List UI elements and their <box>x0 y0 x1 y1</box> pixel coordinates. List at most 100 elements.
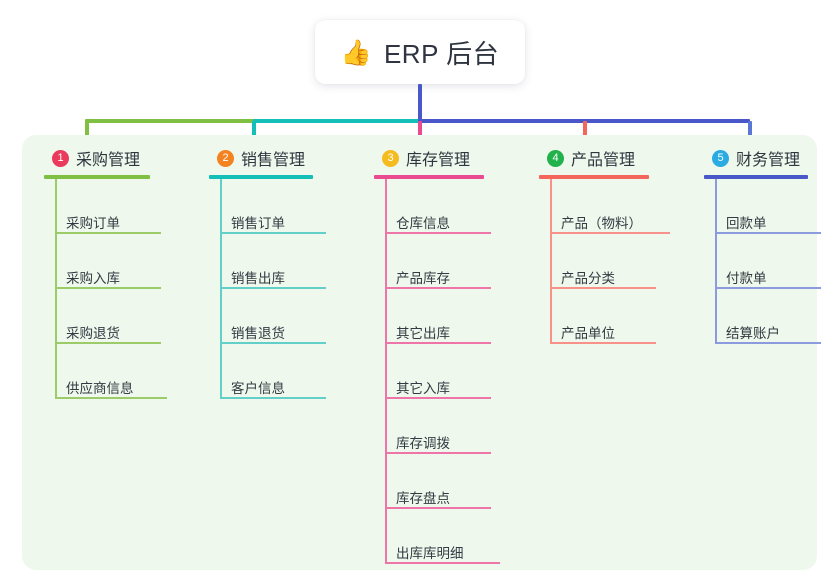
connector-bar-middle <box>253 119 420 123</box>
leaf-rule <box>387 397 491 399</box>
branch-column-2: 2 销售管理 销售订单 销售出库 销售退货 客户信息 <box>203 145 368 399</box>
leaf-label: 销售退货 <box>231 325 285 341</box>
list-item[interactable]: 销售退货 <box>222 289 368 344</box>
branch-spine-2 <box>220 179 222 399</box>
list-item[interactable]: 采购退货 <box>57 289 203 344</box>
list-item[interactable]: 结算账户 <box>717 289 839 344</box>
list-item[interactable]: 产品库存 <box>387 234 533 289</box>
branch-items-4: 产品（物料） 产品分类 产品单位 <box>533 179 698 344</box>
branch-number-badge-3: 3 <box>382 149 399 167</box>
leaf-label: 出库库明细 <box>396 545 464 561</box>
list-item[interactable]: 回款单 <box>717 179 839 234</box>
leaf-rule <box>387 452 491 454</box>
branches-panel <box>22 135 817 570</box>
connector-bar-left <box>85 119 255 123</box>
branch-number-badge-4: 4 <box>547 149 564 167</box>
root-node-content: 👍 ERP 后台 <box>341 34 499 71</box>
leaf-label: 其它出库 <box>396 325 450 341</box>
branch-header-3[interactable]: 3 库存管理 <box>368 145 533 171</box>
leaf-rule <box>387 507 491 509</box>
list-item[interactable]: 其它出库 <box>387 289 533 344</box>
branch-title-rule-1 <box>44 175 150 179</box>
leaf-rule <box>387 287 491 289</box>
branch-column-3: 3 库存管理 仓库信息 产品库存 其它出库 其它入库 库存调拨 <box>368 145 533 564</box>
leaf-rule <box>552 342 656 344</box>
branch-items-3: 仓库信息 产品库存 其它出库 其它入库 库存调拨 库存盘点 <box>368 179 533 564</box>
leaf-label: 库存盘点 <box>396 490 450 506</box>
branch-column-1: 1 采购管理 采购订单 采购入库 采购退货 供应商信息 <box>38 145 203 399</box>
leaf-label: 客户信息 <box>231 380 285 396</box>
branch-spine-1 <box>55 179 57 399</box>
list-item[interactable]: 供应商信息 <box>57 344 203 399</box>
branch-title-2: 销售管理 <box>241 152 306 169</box>
branch-header-1[interactable]: 1 采购管理 <box>38 145 203 171</box>
leaf-rule <box>57 397 167 399</box>
list-item[interactable]: 销售订单 <box>222 179 368 234</box>
list-item[interactable]: 库存盘点 <box>387 454 533 509</box>
list-item[interactable]: 出库库明细 <box>387 509 533 564</box>
leaf-label: 采购退货 <box>66 325 120 341</box>
list-item[interactable]: 销售出库 <box>222 234 368 289</box>
root-node-card[interactable]: 👍 ERP 后台 <box>315 20 525 84</box>
branch-spine-3 <box>385 179 387 564</box>
branch-title-rule-4 <box>539 175 649 179</box>
branch-title-3: 库存管理 <box>406 152 471 169</box>
list-item[interactable]: 仓库信息 <box>387 179 533 234</box>
branch-title-1: 采购管理 <box>76 152 141 169</box>
leaf-label: 产品分类 <box>561 270 615 286</box>
branch-column-5: 5 财务管理 回款单 付款单 结算账户 <box>698 145 839 344</box>
leaf-rule <box>717 232 821 234</box>
branch-items-1: 采购订单 采购入库 采购退货 供应商信息 <box>38 179 203 399</box>
branch-title-5: 财务管理 <box>736 152 801 169</box>
leaf-label: 回款单 <box>726 215 767 231</box>
branch-title-rule-3 <box>374 175 484 179</box>
list-item[interactable]: 产品单位 <box>552 289 698 344</box>
branch-header-5[interactable]: 5 财务管理 <box>698 145 839 171</box>
branch-number-badge-5: 5 <box>712 149 729 167</box>
leaf-label: 产品单位 <box>561 325 615 341</box>
branch-header-2[interactable]: 2 销售管理 <box>203 145 368 171</box>
branch-header-4[interactable]: 4 产品管理 <box>533 145 698 171</box>
leaf-rule <box>552 232 670 234</box>
leaf-rule <box>717 287 821 289</box>
list-item[interactable]: 客户信息 <box>222 344 368 399</box>
branch-items-5: 回款单 付款单 结算账户 <box>698 179 839 344</box>
branch-number-badge-2: 2 <box>217 149 234 167</box>
leaf-label: 库存调拨 <box>396 435 450 451</box>
leaf-rule <box>387 232 491 234</box>
leaf-rule <box>387 342 491 344</box>
leaf-rule <box>717 342 821 344</box>
connector-root-stem <box>418 84 422 121</box>
leaf-rule <box>57 342 161 344</box>
leaf-label: 采购入库 <box>66 270 120 286</box>
leaf-label: 供应商信息 <box>66 380 134 396</box>
branch-spine-4 <box>550 179 552 344</box>
leaf-rule <box>57 232 161 234</box>
leaf-rule <box>387 562 500 564</box>
leaf-rule <box>222 287 326 289</box>
leaf-rule <box>57 287 161 289</box>
list-item[interactable]: 库存调拨 <box>387 399 533 454</box>
leaf-label: 产品（物料） <box>561 215 642 231</box>
leaf-label: 付款单 <box>726 270 767 286</box>
list-item[interactable]: 产品（物料） <box>552 179 698 234</box>
leaf-label: 其它入库 <box>396 380 450 396</box>
leaf-label: 销售出库 <box>231 270 285 286</box>
list-item[interactable]: 其它入库 <box>387 344 533 399</box>
leaf-label: 仓库信息 <box>396 215 450 231</box>
leaf-label: 销售订单 <box>231 215 285 231</box>
list-item[interactable]: 产品分类 <box>552 234 698 289</box>
list-item[interactable]: 采购入库 <box>57 234 203 289</box>
list-item[interactable]: 付款单 <box>717 234 839 289</box>
list-item[interactable]: 采购订单 <box>57 179 203 234</box>
branch-title-4: 产品管理 <box>571 152 636 169</box>
branch-number-badge-1: 1 <box>52 149 69 167</box>
leaf-rule <box>552 287 656 289</box>
root-node-label: ERP 后台 <box>383 38 500 69</box>
branch-spine-5 <box>715 179 717 344</box>
branch-items-2: 销售订单 销售出库 销售退货 客户信息 <box>203 179 368 399</box>
leaf-label: 采购订单 <box>66 215 120 231</box>
thumbs-up-icon: 👍 <box>340 37 372 67</box>
leaf-label: 产品库存 <box>396 270 450 286</box>
